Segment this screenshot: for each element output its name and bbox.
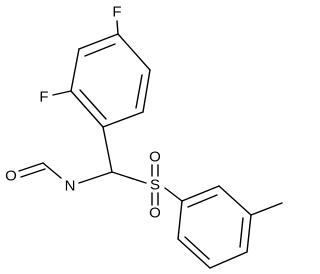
bond-n-cho bbox=[42, 162, 62, 179]
bond-ring1-e bbox=[70, 48, 80, 92]
atom-label-o-formyl: O bbox=[5, 168, 17, 185]
tolyl-ring bbox=[177, 185, 252, 269]
bond-ring-ch bbox=[102, 126, 113, 173]
bond-ring1-f-inner bbox=[84, 43, 116, 57]
bond-ring1-d bbox=[70, 90, 104, 128]
bond-ring1-c bbox=[102, 111, 144, 128]
bond-ch-n bbox=[78, 171, 113, 184]
difluorophenyl-ring bbox=[70, 33, 151, 128]
bond-ring1-b-inner bbox=[135, 74, 143, 109]
bond-ring1-d-inner bbox=[79, 89, 107, 120]
atom-label-f-top: F bbox=[112, 4, 121, 21]
bond-c-f-left bbox=[52, 90, 72, 96]
bond-c-o-double-b bbox=[20, 168, 46, 178]
atom-label-o-sulfonyl-upper: O bbox=[149, 149, 161, 166]
bond-s-tolyl bbox=[164, 187, 183, 202]
bond-ring2-a bbox=[181, 185, 220, 202]
atom-label-f-left: F bbox=[39, 89, 48, 106]
bond-ch-s bbox=[111, 171, 147, 184]
atom-label-s: S bbox=[150, 177, 160, 194]
bond-ring2-e-inner bbox=[184, 236, 210, 260]
bond-ring2-a-inner bbox=[187, 194, 218, 208]
bond-methyl bbox=[250, 202, 283, 216]
bond-c-f-top bbox=[116, 20, 119, 35]
bond-ring2-b bbox=[218, 185, 252, 216]
bond-ring1-f bbox=[78, 33, 119, 50]
structure-diagram: F F O N S O O bbox=[5, 4, 283, 269]
bond-ring2-e bbox=[177, 238, 211, 269]
bond-ring2-c bbox=[246, 214, 252, 253]
bond-c-o-double-a bbox=[18, 162, 44, 172]
bond-ring1-a bbox=[117, 33, 151, 71]
atom-label-n: N bbox=[65, 178, 76, 195]
atom-label-o-sulfonyl-lower: O bbox=[149, 205, 161, 222]
bond-ring2-d bbox=[209, 251, 248, 269]
bond-ring1-b bbox=[142, 69, 151, 113]
bond-ring2-c-inner bbox=[239, 217, 244, 248]
bond-ring2-f bbox=[177, 200, 183, 240]
